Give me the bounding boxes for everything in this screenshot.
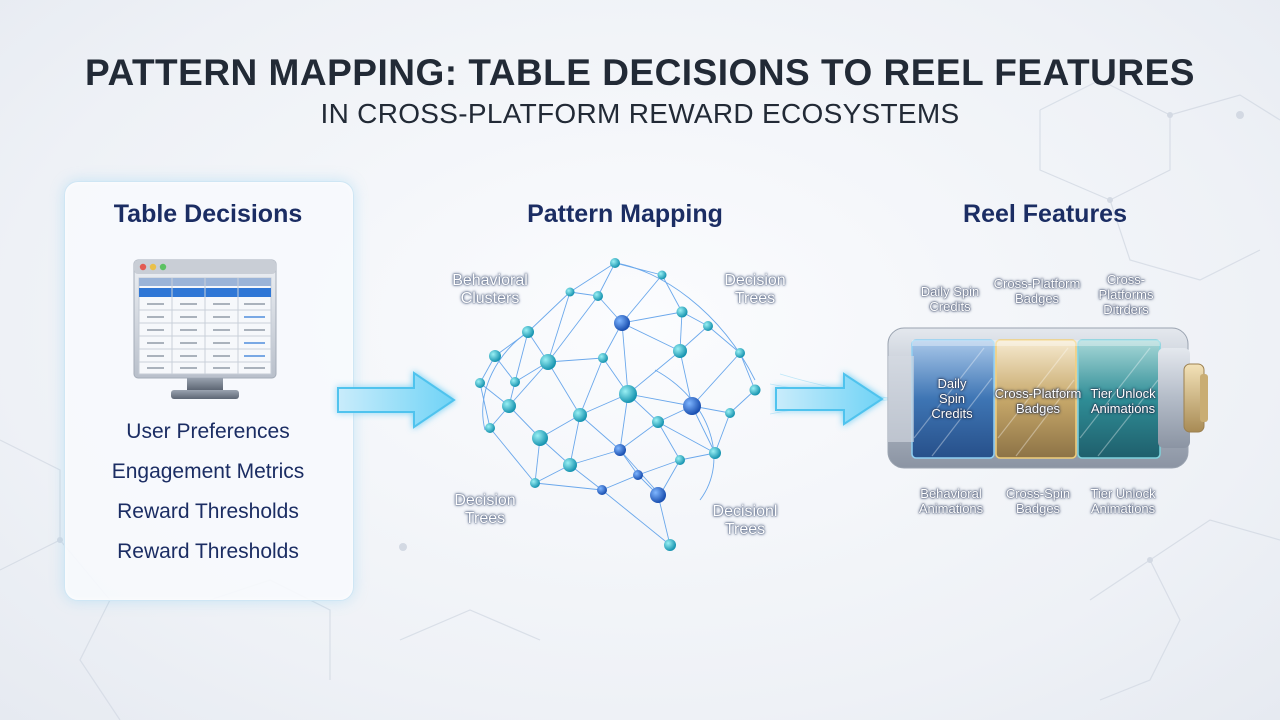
label-behavioral-clusters-text: Behavioral Clusters [452,272,528,307]
reel-bottom-label-behavioral-text: Behavioral Animations [918,486,984,516]
reel-top-label-cross-platform: Cross-Platform Badges [985,276,1089,306]
table-item-reward-thresholds: Reward Thresholds [117,500,299,523]
slot-reel-icon [887,327,1208,469]
reel-label-tier-unlock-text: Tier Unlock Animations [1090,386,1156,416]
label-decision-trees-bottom-text: Decisionl Trees [712,503,778,538]
label-decision-trees-left: Decision Trees [440,492,530,528]
page-subtitle: IN CROSS-PLATFORM REWARD ECOSYSTEMS [320,98,960,129]
pattern-mapping-heading: Pattern Mapping [527,200,723,228]
arrow-right-icon-2 [770,372,896,426]
label-decision-trees-bottom: Decisionl Trees [700,503,790,539]
monitor-icon [133,259,277,399]
page-title: PATTERN MAPPING: TABLE DECISIONS TO REEL… [85,52,1195,93]
reel-bottom-label-tier-unlock-text: Tier Unlock Animations [1090,486,1156,516]
label-decision-trees-left-text: Decision Trees [454,492,516,527]
reel-bottom-label-tier-unlock: Tier Unlock Animations [1078,486,1168,516]
reel-features-heading: Reel Features [963,200,1127,228]
reel-bottom-label-cross-spin-text: Cross-Spin Badges [1005,486,1071,516]
reel-label-daily-spin: Daily Spin Credits [912,376,992,421]
table-item-user-preferences: User Preferences [126,420,290,443]
reel-label-cross-platform: Cross-Platform Badges [990,386,1086,416]
arrow-right-icon [337,371,456,429]
label-behavioral-clusters: Behavioral Clusters [440,272,540,308]
reel-label-daily-spin-text: Daily Spin Credits [931,376,973,421]
reel-top-label-daily-spin-text: Daily Spin Credits [920,284,980,314]
reel-top-label-cross-platforms: Cross- Platforms Ditrders [1080,272,1172,317]
reel-top-label-daily-spin: Daily Spin Credits [910,284,990,314]
reel-top-label-cross-platforms-text: Cross- Platforms Ditrders [1098,272,1154,317]
table-item-reward-thresholds-2: Reward Thresholds [117,540,299,563]
reel-bottom-label-cross-spin: Cross-Spin Badges [990,486,1086,516]
reel-label-tier-unlock: Tier Unlock Animations [1078,386,1168,416]
reel-top-label-cross-platform-text: Cross-Platform Badges [993,276,1081,306]
reel-label-cross-platform-text: Cross-Platform Badges [994,386,1082,416]
table-decisions-heading: Table Decisions [113,200,303,228]
neural-network-icon [475,258,761,551]
label-decision-trees-top: Decision Trees [710,272,800,308]
reel-bottom-label-behavioral: Behavioral Animations [906,486,996,516]
table-item-engagement-metrics: Engagement Metrics [111,460,305,483]
label-decision-trees-top-text: Decision Trees [724,272,786,307]
